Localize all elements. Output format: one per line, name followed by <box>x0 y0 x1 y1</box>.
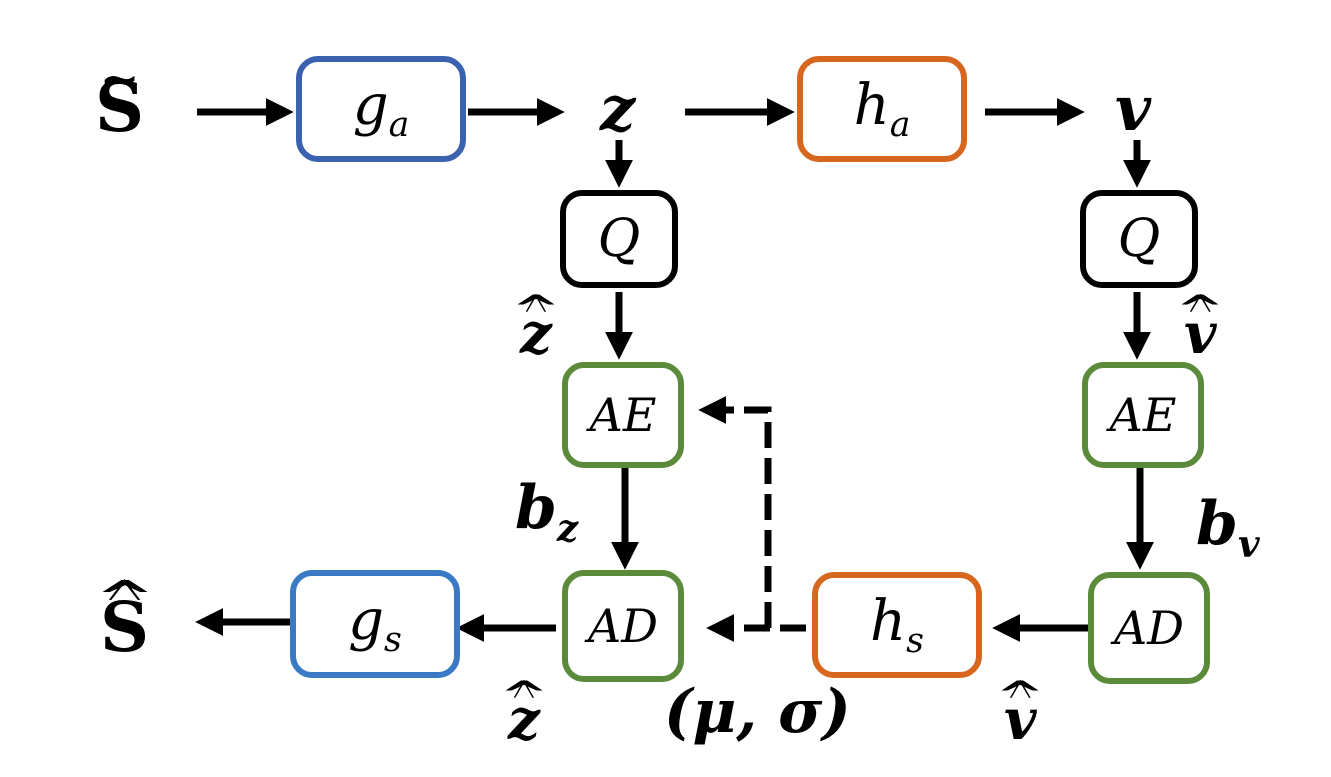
v-hat-bottom-label: ^v <box>995 672 1045 753</box>
ad-left-label: AD <box>587 599 659 653</box>
v-hat-top-label: ^v <box>1175 286 1225 367</box>
hs-box: hs <box>812 572 982 678</box>
s-hat-label: ^S <box>94 571 155 668</box>
bz-label: bz <box>515 473 579 551</box>
q-right-label: Q <box>1117 209 1161 269</box>
q-left-label: Q <box>597 209 641 269</box>
ad-right-box: AD <box>1088 572 1210 684</box>
z-hat-top-label: ^z <box>511 286 561 367</box>
mu-sigma-label: (μ, σ) <box>664 677 851 747</box>
hs-label: hs <box>870 588 924 662</box>
ae-right-box: AE <box>1082 362 1204 468</box>
arrow-dashed-feedback <box>698 396 772 628</box>
ha-box: ha <box>797 56 967 162</box>
ae-right-label: AE <box>1109 388 1177 442</box>
s-tilde-label: ~S <box>95 50 145 148</box>
v-label: v <box>1115 72 1152 145</box>
q-left-box: Q <box>560 190 678 288</box>
gs-label: gs <box>348 587 402 661</box>
ad-right-label: AD <box>1113 601 1185 655</box>
ad-left-box: AD <box>562 570 684 682</box>
z-label: z <box>600 72 636 145</box>
gs-box: gs <box>290 570 460 678</box>
z-hat-bottom-label: ^z <box>499 672 549 753</box>
ga-label: ga <box>352 72 410 146</box>
q-right-box: Q <box>1080 190 1198 288</box>
ae-left-box: AE <box>562 362 684 468</box>
ae-left-label: AE <box>589 388 657 442</box>
ga-box: ga <box>296 56 466 162</box>
ha-label: ha <box>853 72 911 146</box>
bv-label: bv <box>1196 489 1260 567</box>
